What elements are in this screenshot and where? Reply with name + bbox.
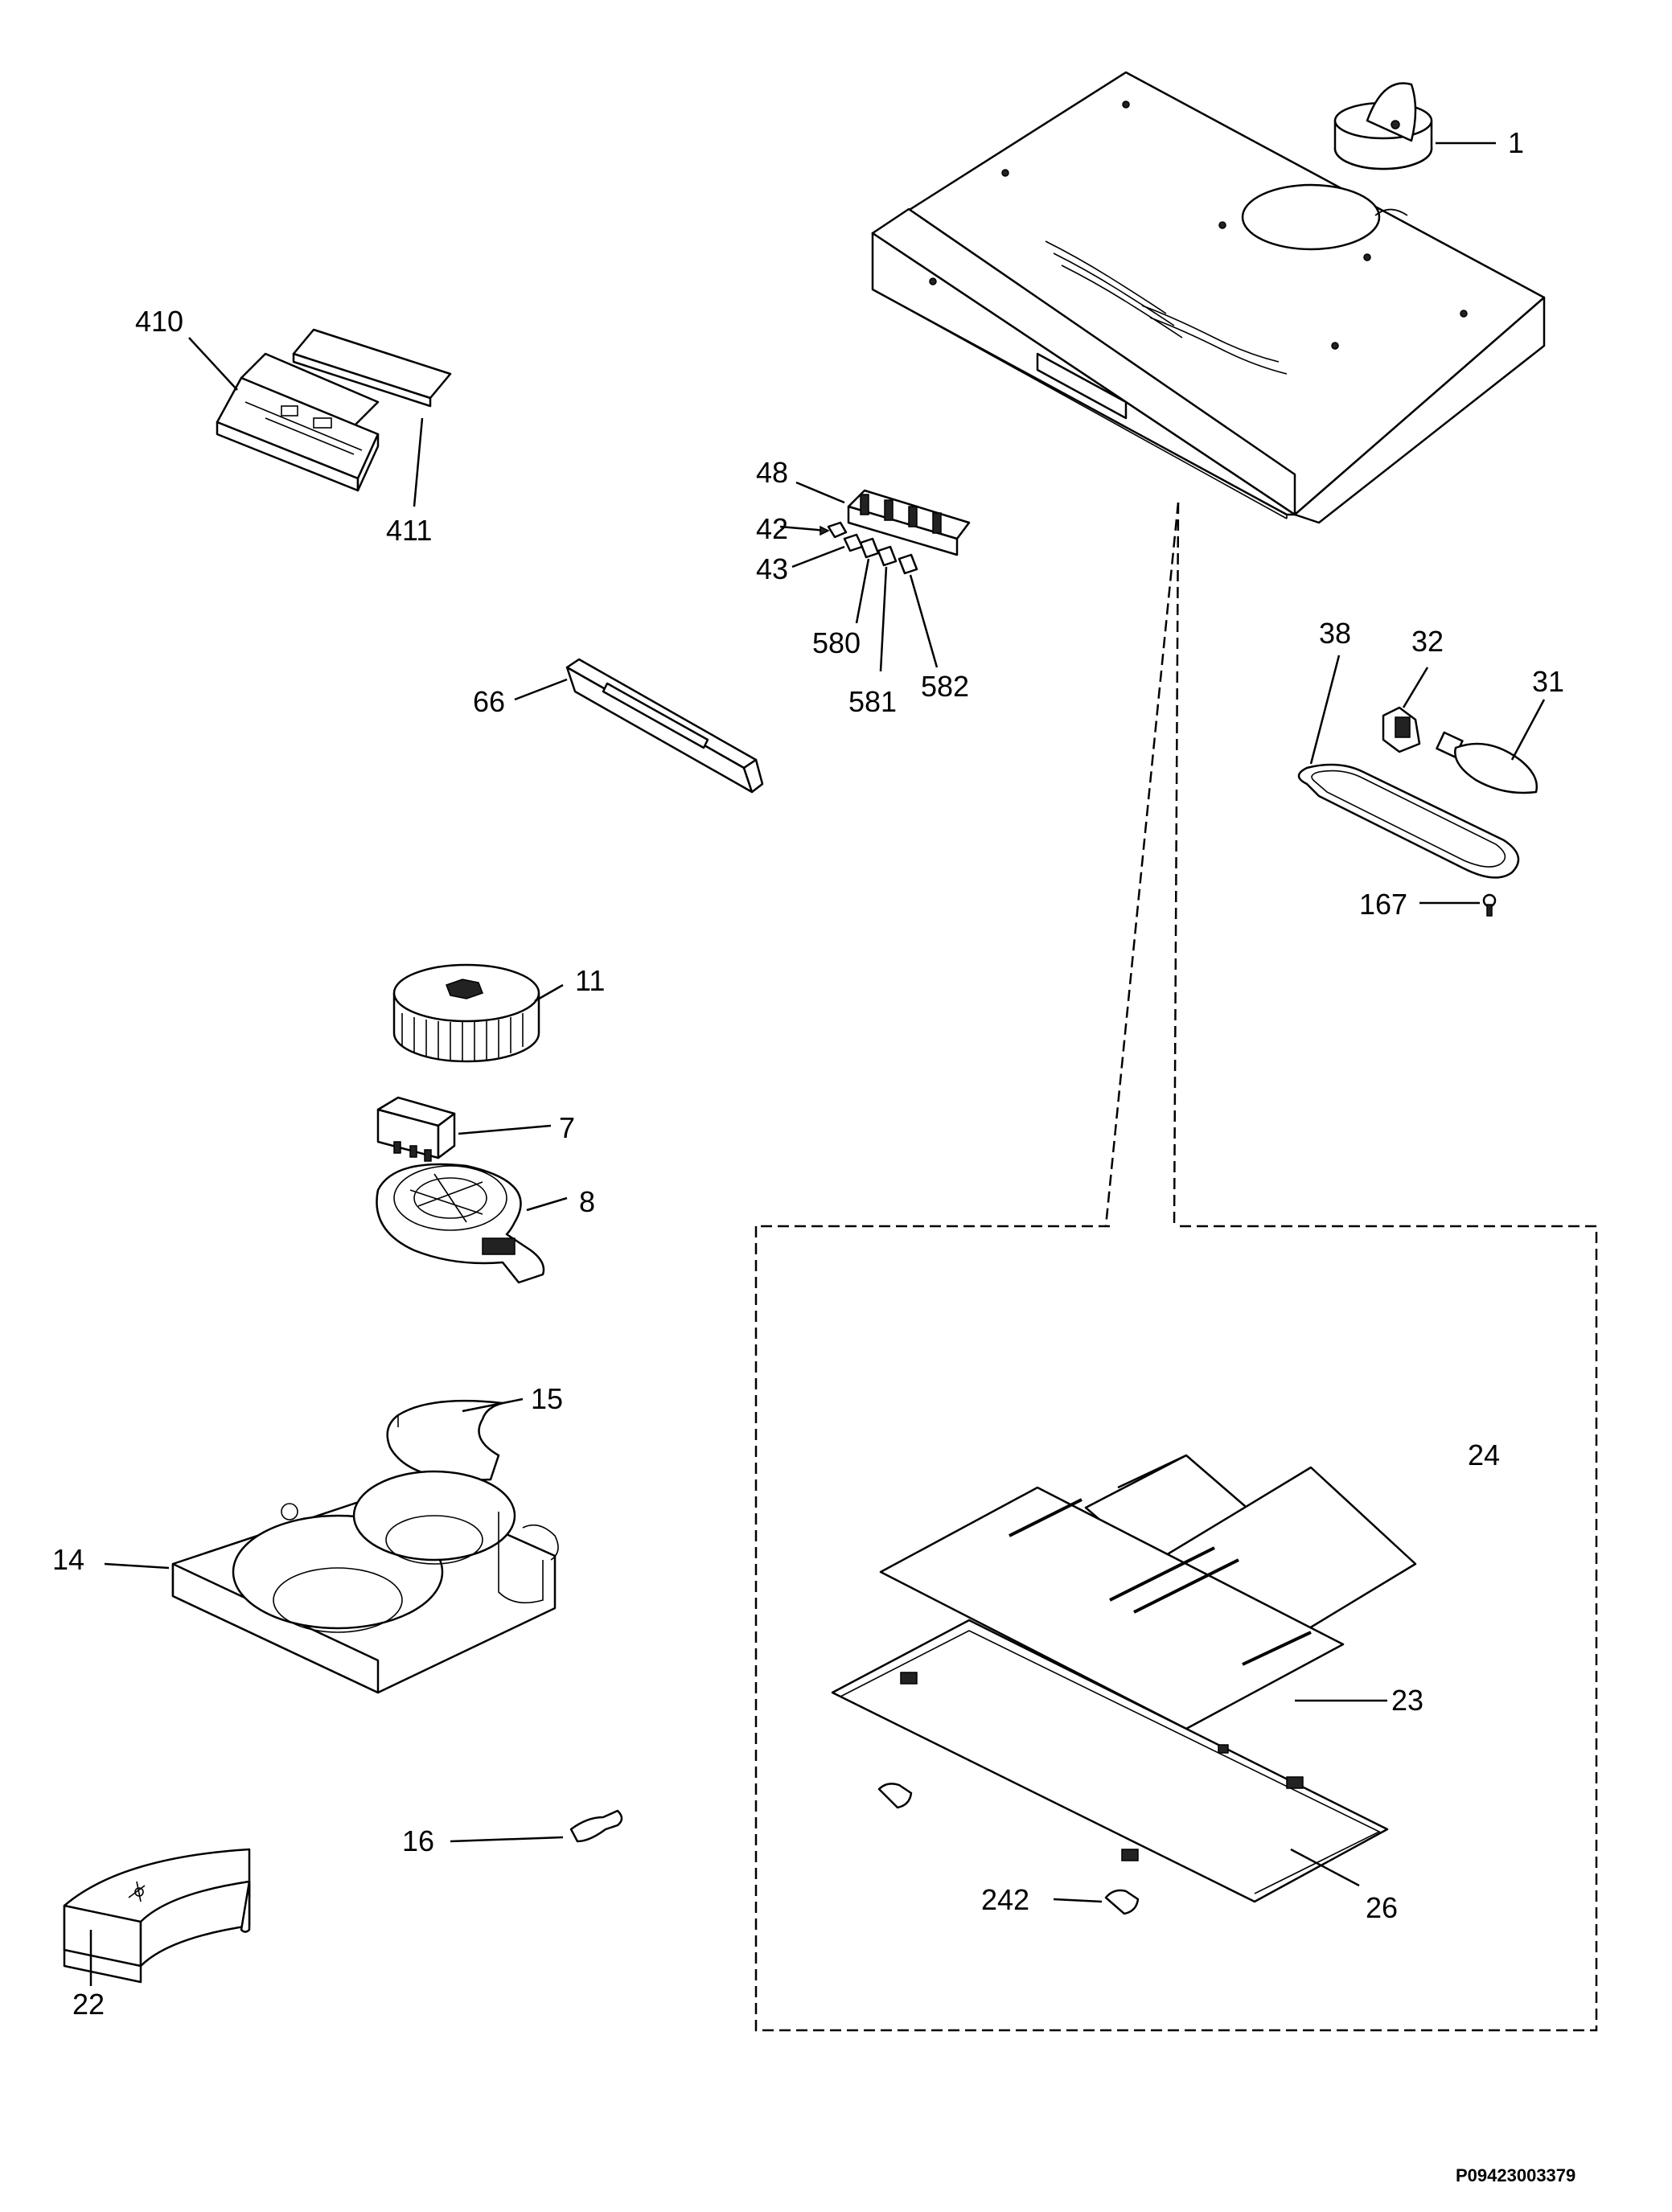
label-22: 22 [72, 1988, 105, 2021]
label-31: 31 [1532, 665, 1564, 698]
part-38-lamp-gasket [1297, 655, 1520, 879]
part-14-blower-casing [104, 1470, 559, 1694]
part-22-duct-elbow [63, 1848, 251, 1986]
part-16-clip [450, 1809, 623, 1843]
document-code: P09423003379 [1456, 2165, 1575, 2185]
label-66: 66 [473, 685, 505, 718]
part-8-fan-housing-base [376, 1163, 568, 1284]
part-410-411-control-box [188, 328, 452, 507]
label-38: 38 [1319, 617, 1351, 650]
label-14: 14 [52, 1543, 84, 1576]
part-48-switch-block [795, 481, 971, 556]
label-16: 16 [402, 1824, 434, 1857]
label-32: 32 [1411, 625, 1444, 658]
part-7-motor [376, 1096, 552, 1162]
part-167-screw [1419, 893, 1497, 917]
label-23: 23 [1391, 1684, 1423, 1717]
label-26: 26 [1366, 1891, 1398, 1924]
label-11: 11 [575, 964, 605, 997]
part-26-bottom-frame [831, 1619, 1389, 1903]
label-15: 15 [531, 1382, 563, 1415]
label-7: 7 [559, 1111, 575, 1144]
label-24: 24 [1468, 1438, 1500, 1471]
label-410: 410 [135, 305, 183, 338]
label-242: 242 [981, 1883, 1029, 1916]
label-8: 8 [579, 1185, 595, 1218]
part-1-collar [1333, 82, 1496, 170]
part-582-button [898, 553, 939, 668]
part-43-button [791, 533, 864, 568]
part-31-lamp-bulb [1436, 699, 1546, 794]
part-242-filter-handle [877, 1783, 1140, 1915]
part-66-control-panel [514, 658, 764, 794]
detail-box [754, 502, 1598, 2032]
label-42: 42 [756, 512, 788, 545]
label-43: 43 [756, 552, 788, 585]
label-1: 1 [1508, 126, 1524, 159]
part-580-button [855, 537, 880, 624]
label-48: 48 [756, 456, 788, 489]
label-167: 167 [1359, 888, 1407, 921]
part-15-deflector [386, 1397, 524, 1481]
hood-body [871, 71, 1546, 524]
part-23-filter-sheet [879, 1486, 1387, 1730]
label-581: 581 [848, 685, 897, 718]
label-582: 582 [921, 670, 969, 703]
part-581-button [877, 545, 898, 672]
part-32-lamp-holder [1382, 667, 1429, 753]
part-11-fan-wheel [392, 963, 564, 1063]
label-411: 411 [386, 514, 432, 547]
label-580: 580 [812, 626, 861, 659]
part-42-button [779, 521, 848, 539]
